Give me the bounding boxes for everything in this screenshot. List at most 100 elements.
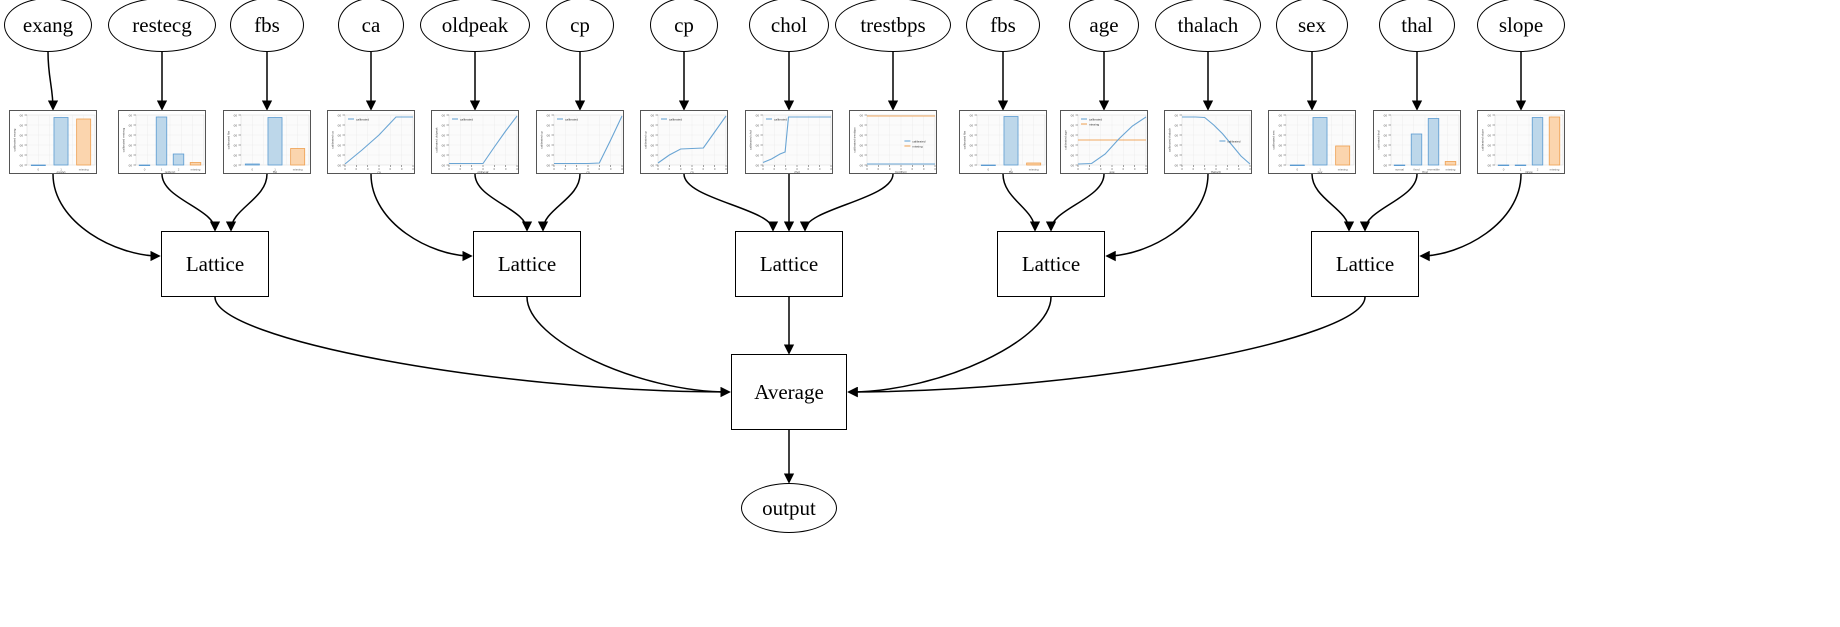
svg-text:sex: sex [1318, 171, 1323, 175]
average-node[interactable]: Average [731, 354, 847, 430]
svg-text:0: 0 [1134, 167, 1136, 171]
svg-text:0: 0 [516, 167, 518, 171]
feature-node-label: slope [1498, 12, 1544, 37]
feature-node-fbs[interactable]: fbs [966, 0, 1040, 52]
svg-text:00: 00 [442, 134, 446, 138]
lattice-node-1[interactable]: Lattice [473, 231, 581, 297]
svg-text:0: 0 [808, 167, 810, 171]
feature-node-label: cp [570, 12, 590, 37]
feature-node-trestbps[interactable]: trestbps [835, 0, 951, 52]
svg-text:00: 00 [1175, 114, 1179, 118]
svg-text:00: 00 [651, 154, 655, 158]
svg-text:00: 00 [1175, 164, 1179, 168]
svg-text:00: 00 [756, 134, 760, 138]
feature-node-thalach[interactable]: thalach [1155, 0, 1261, 52]
feature-node-exang[interactable]: exang [4, 0, 92, 52]
svg-text:00: 00 [338, 114, 342, 118]
svg-text:thalach: thalach [1211, 171, 1222, 175]
svg-text:00: 00 [1279, 114, 1283, 118]
svg-text:00: 00 [338, 154, 342, 158]
svg-text:00: 00 [860, 154, 864, 158]
feature-node-cp[interactable]: cp [650, 0, 718, 52]
feature-node-oldpeak[interactable]: oldpeak [420, 0, 530, 52]
feature-node-slope[interactable]: slope [1477, 0, 1565, 52]
svg-text:calibrated trestbps: calibrated trestbps [853, 127, 857, 153]
svg-text:0: 0 [1204, 167, 1206, 171]
svg-text:missing: missing [1550, 168, 1560, 172]
svg-text:00: 00 [651, 114, 655, 118]
feature-node-label: cp [674, 12, 694, 37]
svg-text:00: 00 [651, 134, 655, 138]
feature-node-label: trestbps [860, 12, 926, 37]
feature-node-age[interactable]: age [1069, 0, 1139, 52]
svg-text:calibrated: calibrated [356, 117, 369, 121]
feature-node-sex[interactable]: sex [1276, 0, 1348, 52]
svg-text:1: 1 [1010, 168, 1012, 172]
output-node[interactable]: output [741, 483, 837, 533]
lattice-node-0[interactable]: Lattice [161, 231, 269, 297]
svg-text:cp: cp [690, 171, 694, 175]
svg-text:00: 00 [338, 164, 342, 168]
svg-text:00: 00 [1071, 154, 1075, 158]
svg-text:0: 0 [1193, 167, 1195, 171]
svg-text:0: 0 [1145, 167, 1147, 171]
svg-text:00: 00 [1384, 124, 1388, 128]
svg-text:0: 0 [144, 168, 146, 172]
svg-text:2: 2 [178, 168, 180, 172]
svg-text:00: 00 [234, 114, 238, 118]
feature-node-fbs[interactable]: fbs [230, 0, 304, 52]
edge-calibrator-to-lattice [161, 173, 221, 232]
feature-node-restecg[interactable]: restecg [108, 0, 216, 52]
svg-text:00: 00 [970, 114, 974, 118]
svg-text:00: 00 [970, 134, 974, 138]
svg-text:0: 0 [774, 167, 776, 171]
svg-text:00: 00 [756, 114, 760, 118]
svg-text:calibrated ca: calibrated ca [331, 131, 335, 149]
svg-text:00: 00 [129, 124, 133, 128]
svg-text:00: 00 [129, 154, 133, 158]
svg-text:fbs: fbs [1009, 171, 1014, 175]
svg-text:00: 00 [234, 124, 238, 128]
svg-text:00: 00 [547, 144, 551, 148]
svg-text:calibrated cp: calibrated cp [644, 131, 648, 149]
svg-text:00: 00 [547, 134, 551, 138]
lattice-node-4[interactable]: Lattice [1311, 231, 1419, 297]
svg-text:00: 00 [338, 124, 342, 128]
svg-text:0: 0 [714, 167, 716, 171]
svg-text:00: 00 [756, 154, 760, 158]
edge-calibrator-to-lattice [52, 173, 161, 262]
feature-node-ca[interactable]: ca [338, 0, 404, 52]
svg-text:0: 0 [505, 167, 507, 171]
edge-calibrator-to-lattice [1105, 173, 1209, 262]
svg-text:0: 0 [680, 167, 682, 171]
feature-node-thal[interactable]: thal [1379, 0, 1455, 52]
lattice-node-3[interactable]: Lattice [997, 231, 1105, 297]
svg-text:1: 1 [1319, 168, 1321, 172]
svg-text:00: 00 [442, 124, 446, 128]
svg-text:0: 0 [912, 167, 914, 171]
lattice-node-2[interactable]: Lattice [735, 231, 843, 297]
feature-node-chol[interactable]: chol [749, 0, 829, 52]
feature-node-label: exang [22, 12, 74, 37]
svg-text:00: 00 [860, 134, 864, 138]
feature-node-cp[interactable]: cp [546, 0, 614, 52]
lattice-node-label: Lattice [1335, 251, 1395, 276]
svg-text:0: 0 [565, 167, 567, 171]
svg-text:00: 00 [547, 164, 551, 168]
